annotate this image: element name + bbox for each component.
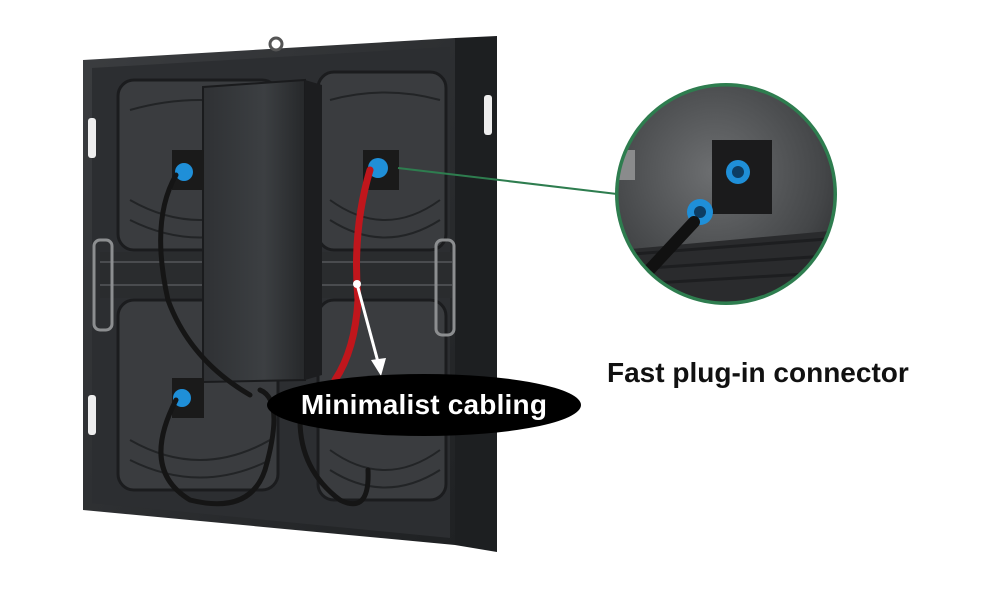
cables xyxy=(158,166,374,507)
leader-line xyxy=(397,167,618,195)
cabling-callout-label: Minimalist cabling xyxy=(300,389,548,420)
cabling-callout: Minimalist cabling xyxy=(267,374,581,436)
connector-zoom-detail xyxy=(615,83,837,305)
control-box xyxy=(202,78,322,384)
white-pointer-arrow-icon xyxy=(353,280,386,376)
connector-caption: Fast plug-in connector xyxy=(607,357,909,388)
red-power-cable xyxy=(331,166,374,384)
